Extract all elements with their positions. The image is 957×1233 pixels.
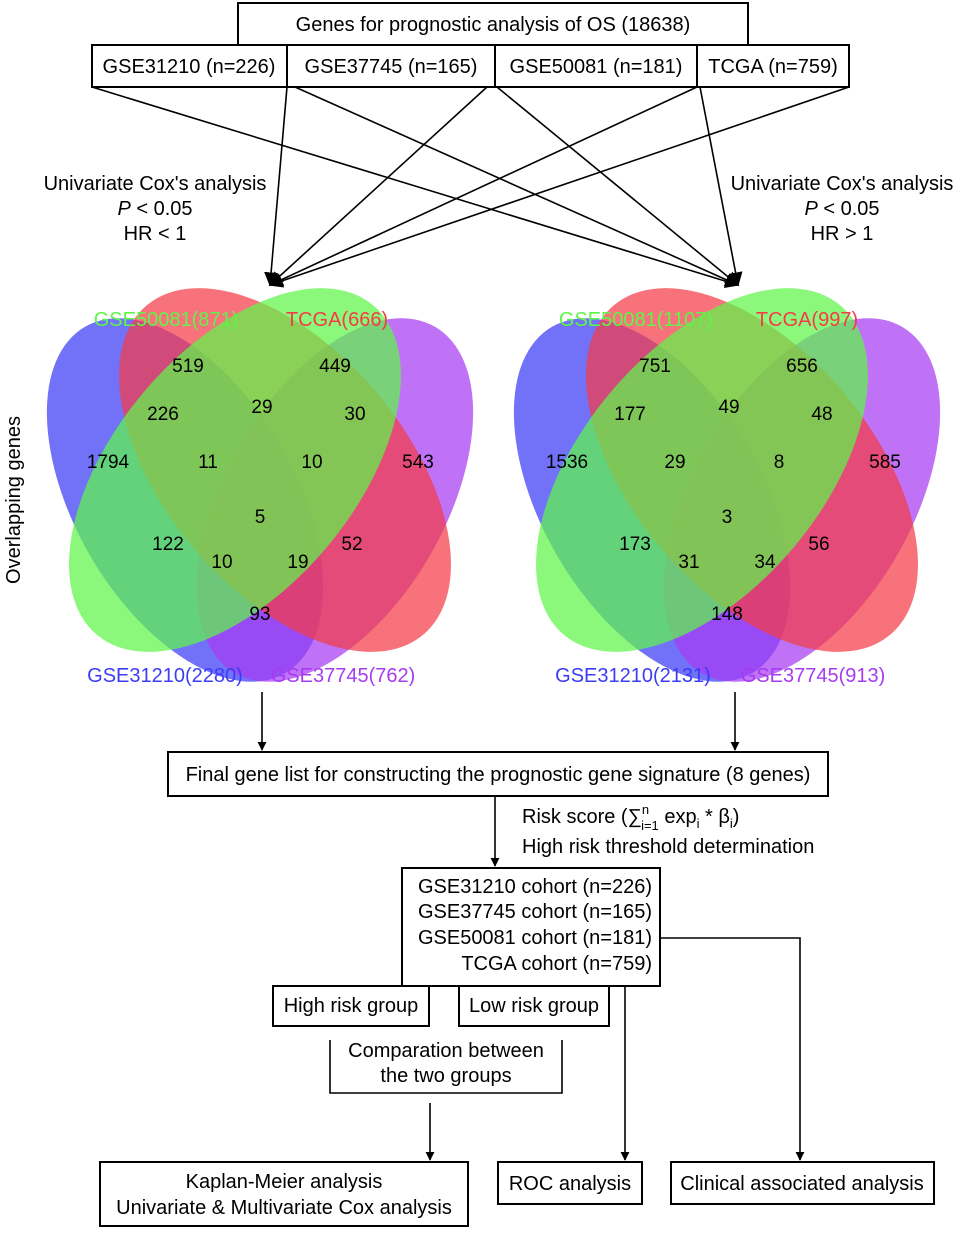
venn-count: 56 xyxy=(808,534,829,555)
right-criteria-p: P < 0.05 xyxy=(804,198,879,220)
venn-count: 29 xyxy=(251,397,272,418)
edge-gse50081-to-left xyxy=(268,86,698,287)
top-box: Genes for prognostic analysis of OS (186… xyxy=(237,2,749,46)
left-criteria: Univariate Cox's analysis P < 0.05 HR < … xyxy=(44,173,267,245)
venn-count: 3 xyxy=(722,507,733,528)
edge-cohorts-to-clinical xyxy=(660,937,805,1161)
venn-count: 177 xyxy=(614,404,646,425)
roc-analysis-box: ROC analysis xyxy=(497,1161,643,1205)
venn-count: 751 xyxy=(639,356,671,377)
venn-count: 10 xyxy=(211,552,232,573)
venn-count: 52 xyxy=(341,534,362,555)
venn-right-counts: 751 656 1536 585 177 49 48 29 8 3 173 31… xyxy=(546,356,901,625)
venn-right-label-blue: GSE31210(2131) xyxy=(555,665,711,687)
left-criteria-method: Univariate Cox's analysis xyxy=(44,173,267,195)
km-label: Kaplan-Meier analysis xyxy=(186,1171,383,1193)
edge-gse37745-to-right xyxy=(294,86,740,287)
venn-count: 122 xyxy=(152,534,184,555)
venn-count: 543 xyxy=(402,452,434,473)
venn-left-ellipse-green xyxy=(69,288,401,652)
venn-right-label-purple: GSE37745(913) xyxy=(741,665,886,687)
venn-count: 8 xyxy=(774,452,785,473)
right-criteria: Univariate Cox's analysis P < 0.05 HR > … xyxy=(731,173,954,245)
dataset-box-tcga xyxy=(696,44,850,88)
clinical-label: Clinical associated analysis xyxy=(680,1173,923,1195)
low-risk-label: Low risk group xyxy=(469,995,599,1017)
venn-left-label-red: TCGA(666) xyxy=(286,309,388,331)
venn-count: 1536 xyxy=(546,452,588,473)
right-criteria-hr: HR > 1 xyxy=(811,223,874,245)
venn-count: 48 xyxy=(811,404,832,425)
venn-count: 585 xyxy=(869,452,901,473)
crossing-edges xyxy=(91,86,850,289)
venn-count: 11 xyxy=(198,452,218,473)
cohorts-box: GSE31210 cohort (n=226) GSE37745 cohort … xyxy=(401,867,661,987)
cohort-label: TCGA cohort (n=759) xyxy=(461,953,652,975)
venn-count: 19 xyxy=(287,552,308,573)
edge-gse31210-to-right xyxy=(91,86,740,289)
clinical-analysis-box: Clinical associated analysis xyxy=(670,1161,935,1205)
venn-count: 30 xyxy=(344,404,365,425)
comparison-bracket: Comparation between the two groups xyxy=(329,1040,563,1094)
venn-count: 93 xyxy=(249,604,270,625)
cohort-label: GSE31210 cohort (n=226) xyxy=(418,876,652,898)
venn-count: 34 xyxy=(754,552,776,573)
right-criteria-method: Univariate Cox's analysis xyxy=(731,173,954,195)
edge-gse50081-to-right xyxy=(496,86,740,286)
roc-label: ROC analysis xyxy=(509,1173,631,1195)
venn-count: 49 xyxy=(718,397,739,418)
venn-count: 449 xyxy=(319,356,351,377)
top-box-label: Genes for prognostic analysis of OS (186… xyxy=(296,14,691,36)
low-risk-group-box: Low risk group xyxy=(458,985,610,1027)
km-label: Univariate & Multivariate Cox analysis xyxy=(116,1197,452,1219)
venn-count: 29 xyxy=(664,452,685,473)
venn-count: 1794 xyxy=(87,452,130,473)
venn-count: 31 xyxy=(678,552,699,573)
venn-count: 148 xyxy=(711,604,743,625)
risk-threshold-label: High risk threshold determination xyxy=(522,836,814,858)
final-gene-list-box: Final gene list for constructing the pro… xyxy=(167,751,829,797)
comparison-label: the two groups xyxy=(380,1065,511,1087)
side-label-overlapping-genes: Overlapping genes xyxy=(3,416,25,584)
high-risk-label: High risk group xyxy=(284,995,419,1017)
venn-count: 519 xyxy=(172,356,204,377)
dataset-label: GSE37745 (n=165) xyxy=(305,56,478,78)
dataset-label: TCGA (n=759) xyxy=(708,56,838,78)
cohort-label: GSE37745 cohort (n=165) xyxy=(418,901,652,923)
venn-diagram-right: GSE50081(1107) TCGA(997) GSE31210(2131) … xyxy=(513,288,941,687)
venn-right-label-red: TCGA(997) xyxy=(756,309,858,331)
venn-right-label-green: GSE50081(1107) xyxy=(559,309,713,331)
venn-count: 5 xyxy=(255,507,266,528)
comparison-label: Comparation between xyxy=(348,1040,544,1062)
venn-count: 226 xyxy=(147,404,179,425)
comparison-bracket-line xyxy=(329,1040,563,1094)
venn-right-ellipse-green xyxy=(536,288,868,652)
high-risk-group-box: High risk group xyxy=(272,985,430,1027)
edge-gse31210-to-left xyxy=(264,86,288,287)
edge-tcga-to-right xyxy=(699,86,743,287)
venn-diagram-left: GSE50081(871) TCGA(666) GSE31210(2280) G… xyxy=(46,288,474,687)
venn-count: 173 xyxy=(619,534,651,555)
cohort-label: GSE50081 cohort (n=181) xyxy=(418,927,652,949)
venn-left-label-purple: GSE37745(762) xyxy=(271,665,416,687)
edge-gse37745-to-left xyxy=(268,86,488,286)
dataset-boxes: GSE31210 (n=226) GSE37745 (n=165) GSE500… xyxy=(91,44,850,88)
venn-left-label-green: GSE50081(871) xyxy=(94,309,239,331)
venn-count: 10 xyxy=(301,452,322,473)
left-criteria-hr: HR < 1 xyxy=(124,223,187,245)
venn-left-label-blue: GSE31210(2280) xyxy=(87,665,243,687)
dataset-box-gse37745 xyxy=(286,44,496,88)
final-gene-list-label: Final gene list for constructing the pro… xyxy=(186,764,811,786)
dataset-label: GSE31210 (n=226) xyxy=(103,56,276,78)
left-criteria-p: P < 0.05 xyxy=(117,198,192,220)
venn-count: 656 xyxy=(786,356,818,377)
venn-left-counts: 519 449 1794 543 226 29 30 11 10 5 122 1… xyxy=(87,356,434,625)
km-analysis-box: Kaplan-Meier analysis Univariate & Multi… xyxy=(99,1161,469,1227)
edge-tcga-to-left xyxy=(268,86,850,288)
dataset-label: GSE50081 (n=181) xyxy=(510,56,683,78)
dataset-box-gse31210 xyxy=(91,44,288,88)
